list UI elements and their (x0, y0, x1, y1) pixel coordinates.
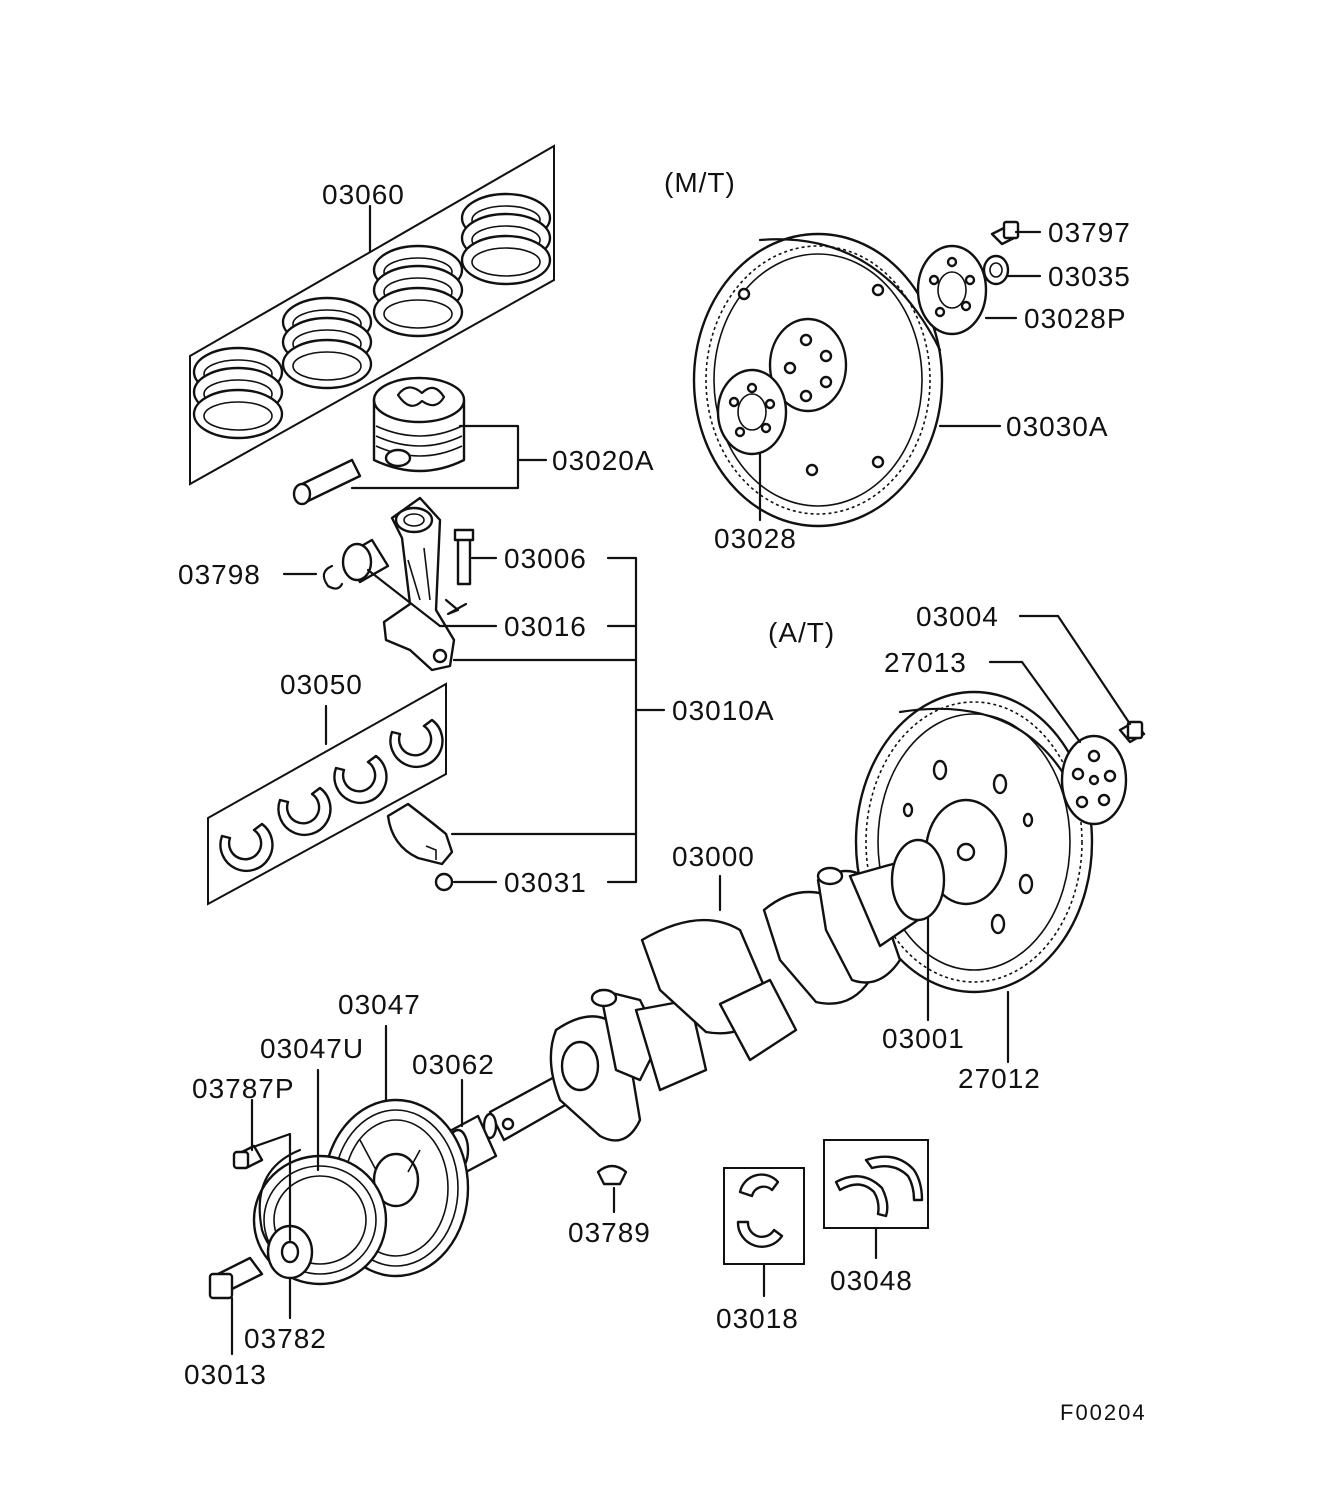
rod-bearing-panel (207, 682, 447, 906)
section-label-automatic: (A/T) (768, 617, 835, 648)
label-03030A: 03030A (1006, 411, 1109, 442)
label-03010A: 03010A (672, 695, 775, 726)
label-03048: 03048 (830, 1265, 913, 1296)
label-03013: 03013 (184, 1359, 267, 1390)
piston-ring-panel (189, 144, 555, 486)
label-03006: 03006 (504, 543, 587, 574)
label-03020A: 03020A (552, 445, 655, 476)
label-03062: 03062 (412, 1049, 495, 1080)
flywheel-bolt (990, 220, 1020, 246)
rod-bearing-1 (219, 822, 274, 873)
drive-plate-adapter (1060, 734, 1128, 826)
labels: (M/T) (A/T) 03060 03020A 03798 03006 030… (178, 167, 1147, 1425)
main-bearing-panel (723, 1167, 805, 1265)
label-03782: 03782 (244, 1323, 327, 1354)
rod-cap (386, 802, 454, 866)
label-03789: 03789 (568, 1217, 651, 1248)
label-03798: 03798 (178, 559, 261, 590)
rod-bearing-4 (389, 718, 444, 769)
pilot-bearing (982, 254, 1010, 286)
rod-bearing-2 (277, 786, 332, 837)
label-03018: 03018 (716, 1303, 799, 1334)
label-27013: 27013 (884, 647, 967, 678)
label-03787P: 03787P (192, 1073, 295, 1104)
label-03060: 03060 (322, 179, 405, 210)
label-03031: 03031 (504, 867, 587, 898)
thrust-bearing-panel (823, 1139, 929, 1229)
section-label-manual: (M/T) (664, 167, 736, 198)
figure-code: F00204 (1060, 1400, 1147, 1425)
crankshaft (482, 838, 946, 1142)
label-27012: 27012 (958, 1063, 1041, 1094)
leader-lines (230, 204, 1132, 1356)
connecting-rod (382, 496, 456, 672)
woodruff-key (596, 1164, 628, 1186)
piston (372, 376, 466, 473)
small-end-bushing (341, 538, 390, 584)
label-03000: 03000 (672, 841, 755, 872)
rod-bolt (444, 528, 475, 616)
label-03028: 03028 (714, 523, 797, 554)
label-03047: 03047 (338, 989, 421, 1020)
flywheel-adapter (716, 368, 788, 456)
drive-plate-bolt (1118, 720, 1146, 744)
label-03028P: 03028P (1024, 303, 1127, 334)
piston-ring-set-4 (460, 192, 552, 286)
label-03001: 03001 (882, 1023, 965, 1054)
rod-nut (434, 872, 454, 892)
label-03016: 03016 (504, 611, 587, 642)
label-03035: 03035 (1048, 261, 1131, 292)
piston-ring-set-2 (281, 296, 373, 390)
piston-ring-set-1 (192, 346, 284, 440)
label-03047U: 03047U (260, 1033, 364, 1064)
flywheel-plate (916, 244, 988, 336)
piston-ring-set-3 (372, 244, 464, 338)
label-03797: 03797 (1048, 217, 1131, 248)
rod-bearing-3 (333, 754, 388, 805)
label-03004: 03004 (916, 601, 999, 632)
retaining-clip (322, 564, 344, 590)
pulley-bolt-large (208, 1256, 264, 1300)
pulley-bolt-small (232, 1144, 264, 1170)
label-03050: 03050 (280, 669, 363, 700)
piston-pin (292, 458, 362, 506)
pulley-washer (258, 1148, 314, 1280)
